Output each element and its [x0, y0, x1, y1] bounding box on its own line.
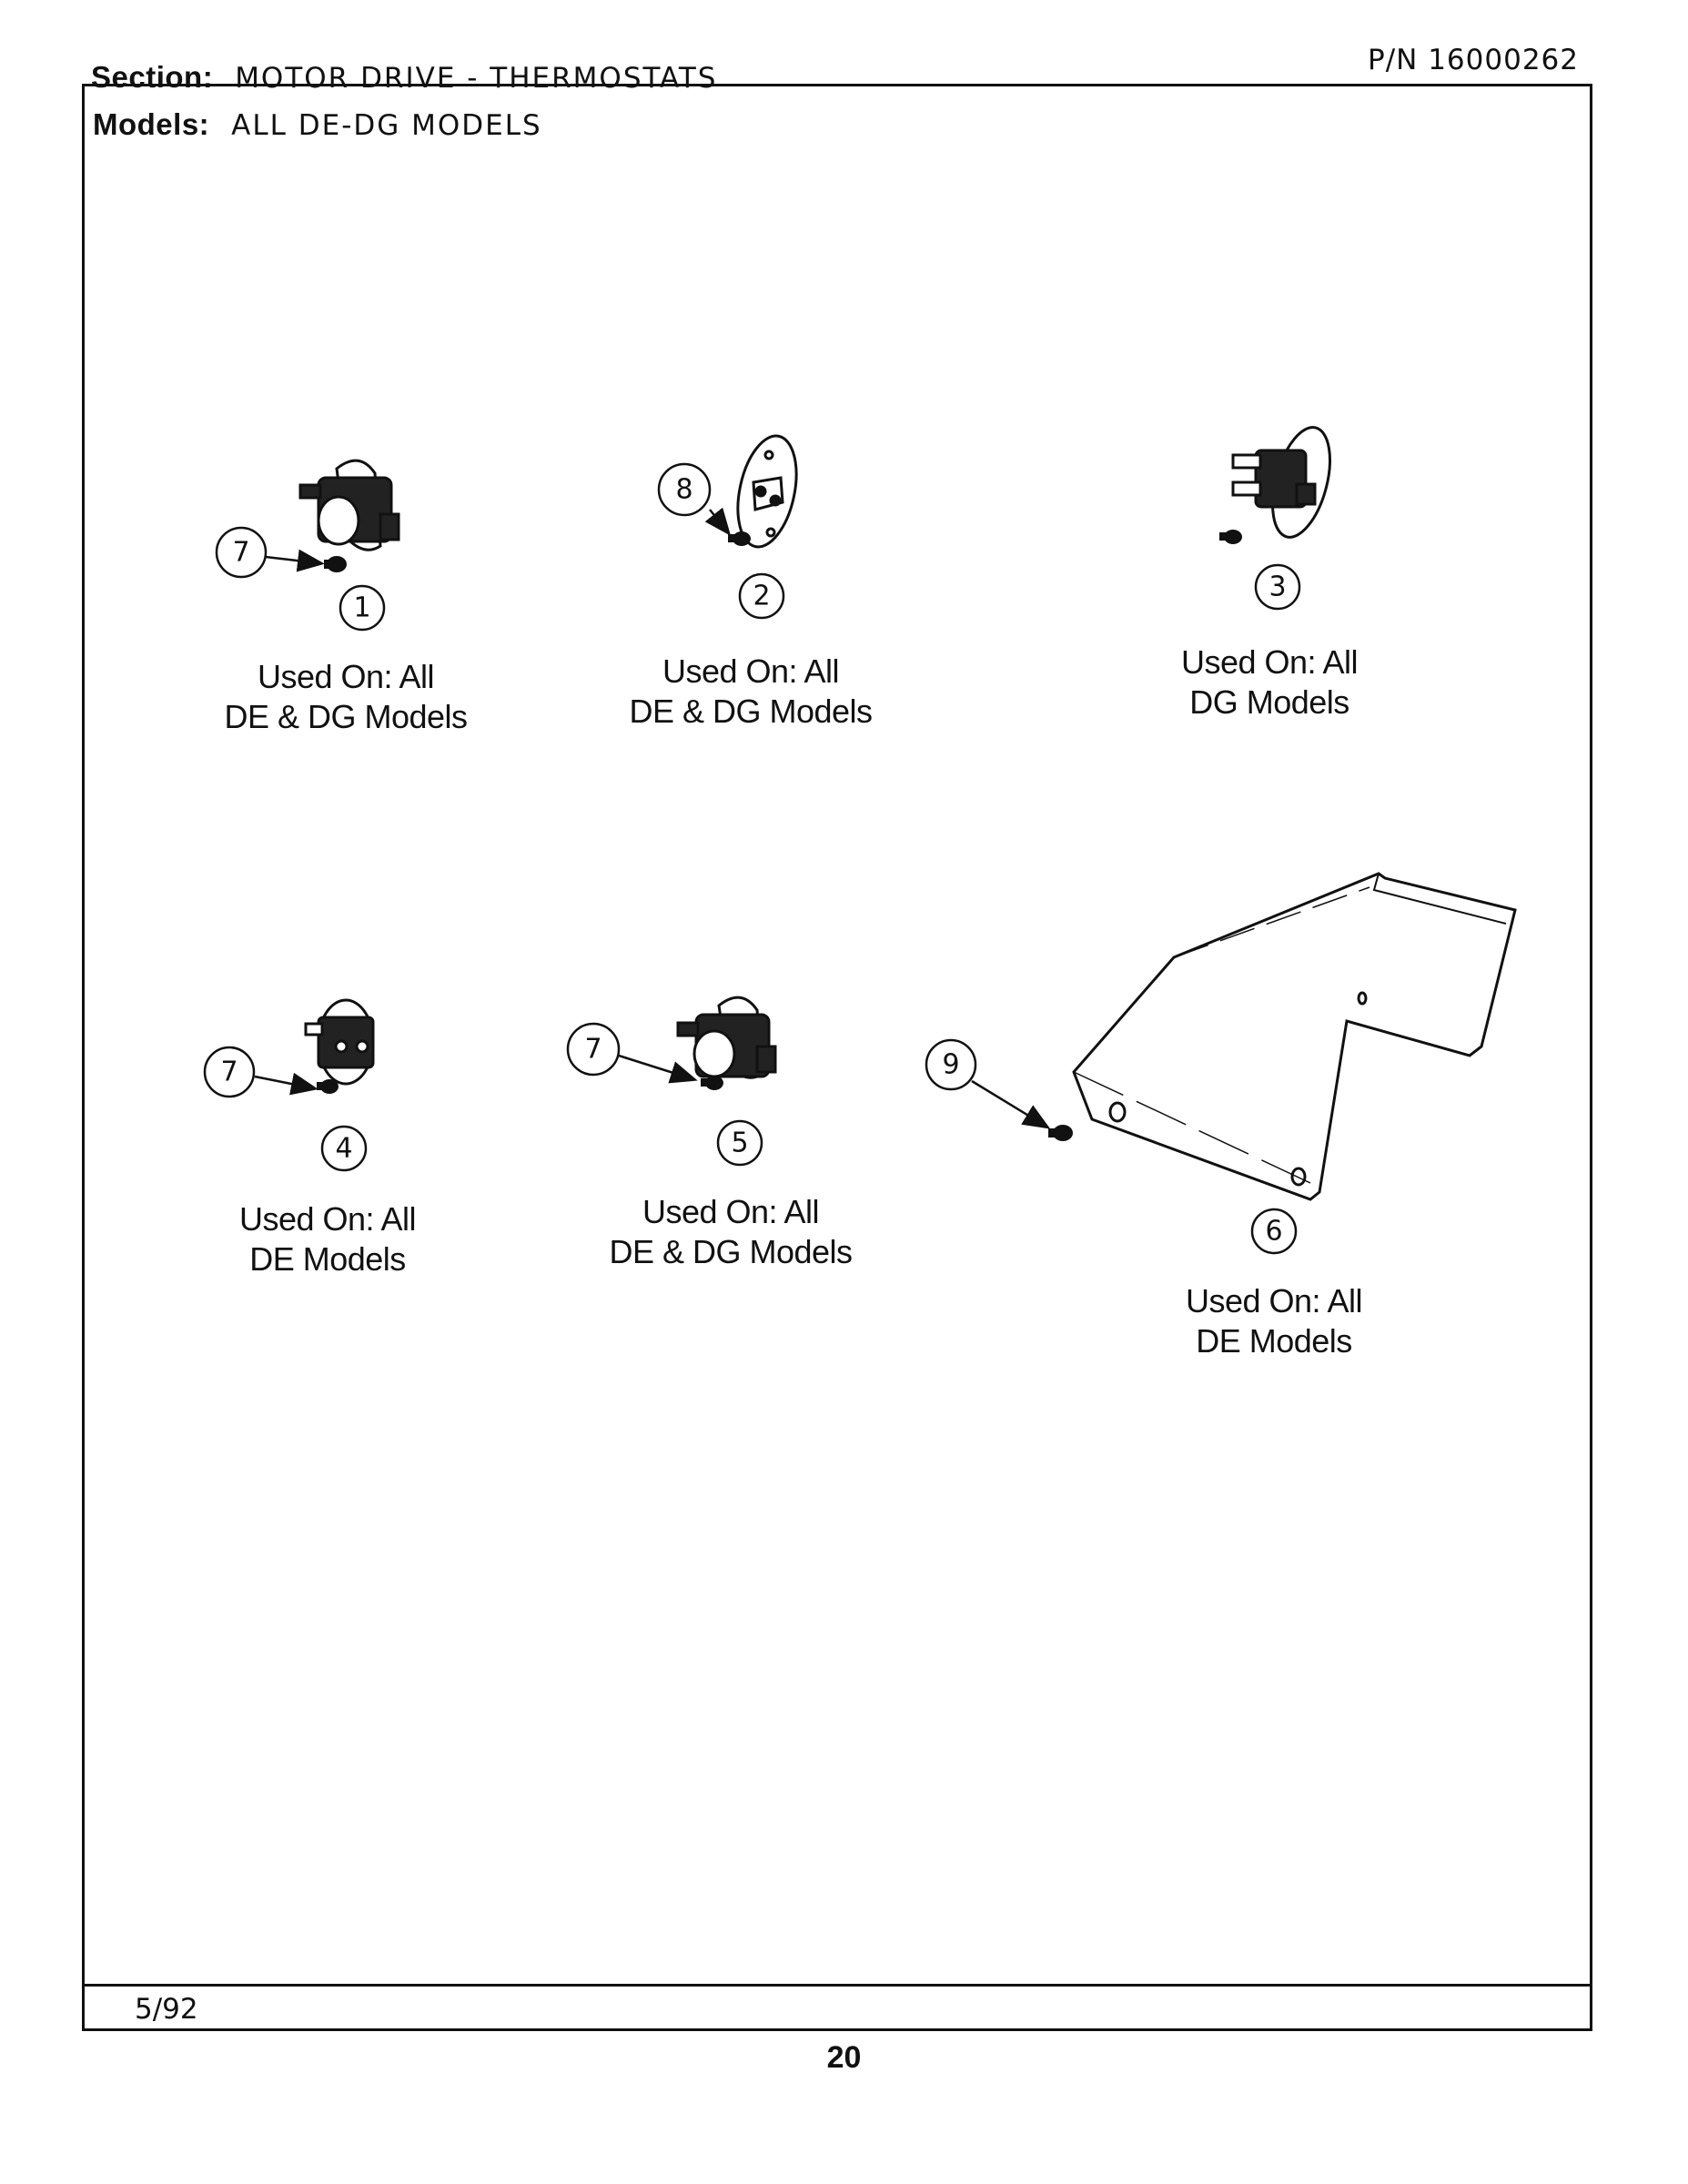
diagram-frame: [82, 84, 1592, 2031]
thermostat-part-3: [1231, 426, 1331, 539]
callout-3: [1254, 563, 1301, 611]
footer-divider: [82, 1984, 1592, 1987]
screw-part-4: [317, 1079, 339, 1094]
screw-part-6: [1048, 1125, 1073, 1141]
caption-part-4: Used On: All DE Models: [191, 1199, 464, 1279]
caption-part-3-line1: Used On: All: [1180, 643, 1359, 681]
models-label: Models:: [93, 107, 210, 141]
thermostat-part-5: [676, 996, 777, 1079]
callout-7a: [215, 526, 268, 579]
caption-part-1-line2: DE & DG Models: [224, 698, 468, 735]
caption-part-2-line2: DE & DG Models: [629, 693, 873, 730]
bracket-part-6: [1072, 872, 1517, 1201]
callout-4: [320, 1125, 368, 1172]
thermostat-part-1: [298, 459, 400, 551]
caption-part-2-line1: Used On: All: [662, 652, 840, 690]
callout-7a-number: 7: [232, 537, 249, 569]
caption-part-2: Used On: All DE & DG Models: [614, 652, 887, 732]
screw-part-5: [701, 1076, 723, 1090]
caption-part-4-line2: DE Models: [249, 1240, 406, 1278]
screw-part-3: [1219, 530, 1242, 544]
screw-part-1: [324, 556, 347, 572]
callout-2: [738, 572, 785, 620]
callout-6-number: 6: [1265, 1216, 1282, 1248]
caption-part-6-line2: DE Models: [1196, 1322, 1352, 1360]
section-label: Section:: [91, 60, 214, 94]
thermostat-part-4: [304, 998, 375, 1086]
callouts: [203, 462, 1301, 1255]
callout-5-number: 5: [731, 1127, 748, 1159]
callout-7c: [566, 1022, 621, 1077]
caption-part-3: Used On: All DG Models: [1133, 642, 1406, 723]
callout-4-number: 4: [335, 1133, 352, 1165]
screw-part-2: [728, 531, 751, 546]
caption-part-4-line1: Used On: All: [238, 1200, 417, 1238]
caption-part-1-line1: Used On: All: [257, 658, 435, 695]
callout-1: [339, 584, 386, 632]
caption-part-5-line1: Used On: All: [642, 1193, 820, 1230]
page-number: 20: [826, 2040, 862, 2075]
revision-date: 5/92: [135, 1993, 198, 2026]
caption-part-5: Used On: All DE & DG Models: [594, 1192, 867, 1272]
caption-part-5-line2: DE & DG Models: [609, 1233, 853, 1270]
callout-7c-number: 7: [584, 1034, 601, 1066]
caption-part-1: Used On: All DE & DG Models: [209, 657, 482, 737]
callout-7b: [203, 1046, 256, 1098]
part-number: P/N 16000262: [1368, 44, 1579, 76]
section-value: MOTOR DRIVE - THERMOSTATS: [235, 62, 718, 95]
callout-3-number: 3: [1269, 571, 1286, 603]
callout-5: [716, 1119, 763, 1167]
models-heading: Models: ALL DE-DG MODELS: [93, 107, 542, 142]
callout-1-number: 1: [353, 592, 370, 624]
caption-part-6: Used On: All DE Models: [1137, 1281, 1410, 1361]
callout-7b-number: 7: [220, 1057, 238, 1088]
callout-6: [1250, 1208, 1298, 1255]
callout-9: [925, 1038, 977, 1091]
caption-part-6-line1: Used On: All: [1185, 1282, 1363, 1320]
callout-9-number: 9: [942, 1049, 959, 1081]
leader-lines: [254, 507, 1051, 1129]
thermostat-part-2: [736, 434, 798, 549]
callout-2-number: 2: [753, 581, 770, 612]
callout-8-number: 8: [675, 474, 692, 506]
section-heading: Section: MOTOR DRIVE - THERMOSTATS: [91, 60, 717, 95]
models-value: ALL DE-DG MODELS: [231, 109, 542, 142]
caption-part-3-line2: DG Models: [1189, 683, 1349, 721]
callout-8: [657, 462, 712, 517]
